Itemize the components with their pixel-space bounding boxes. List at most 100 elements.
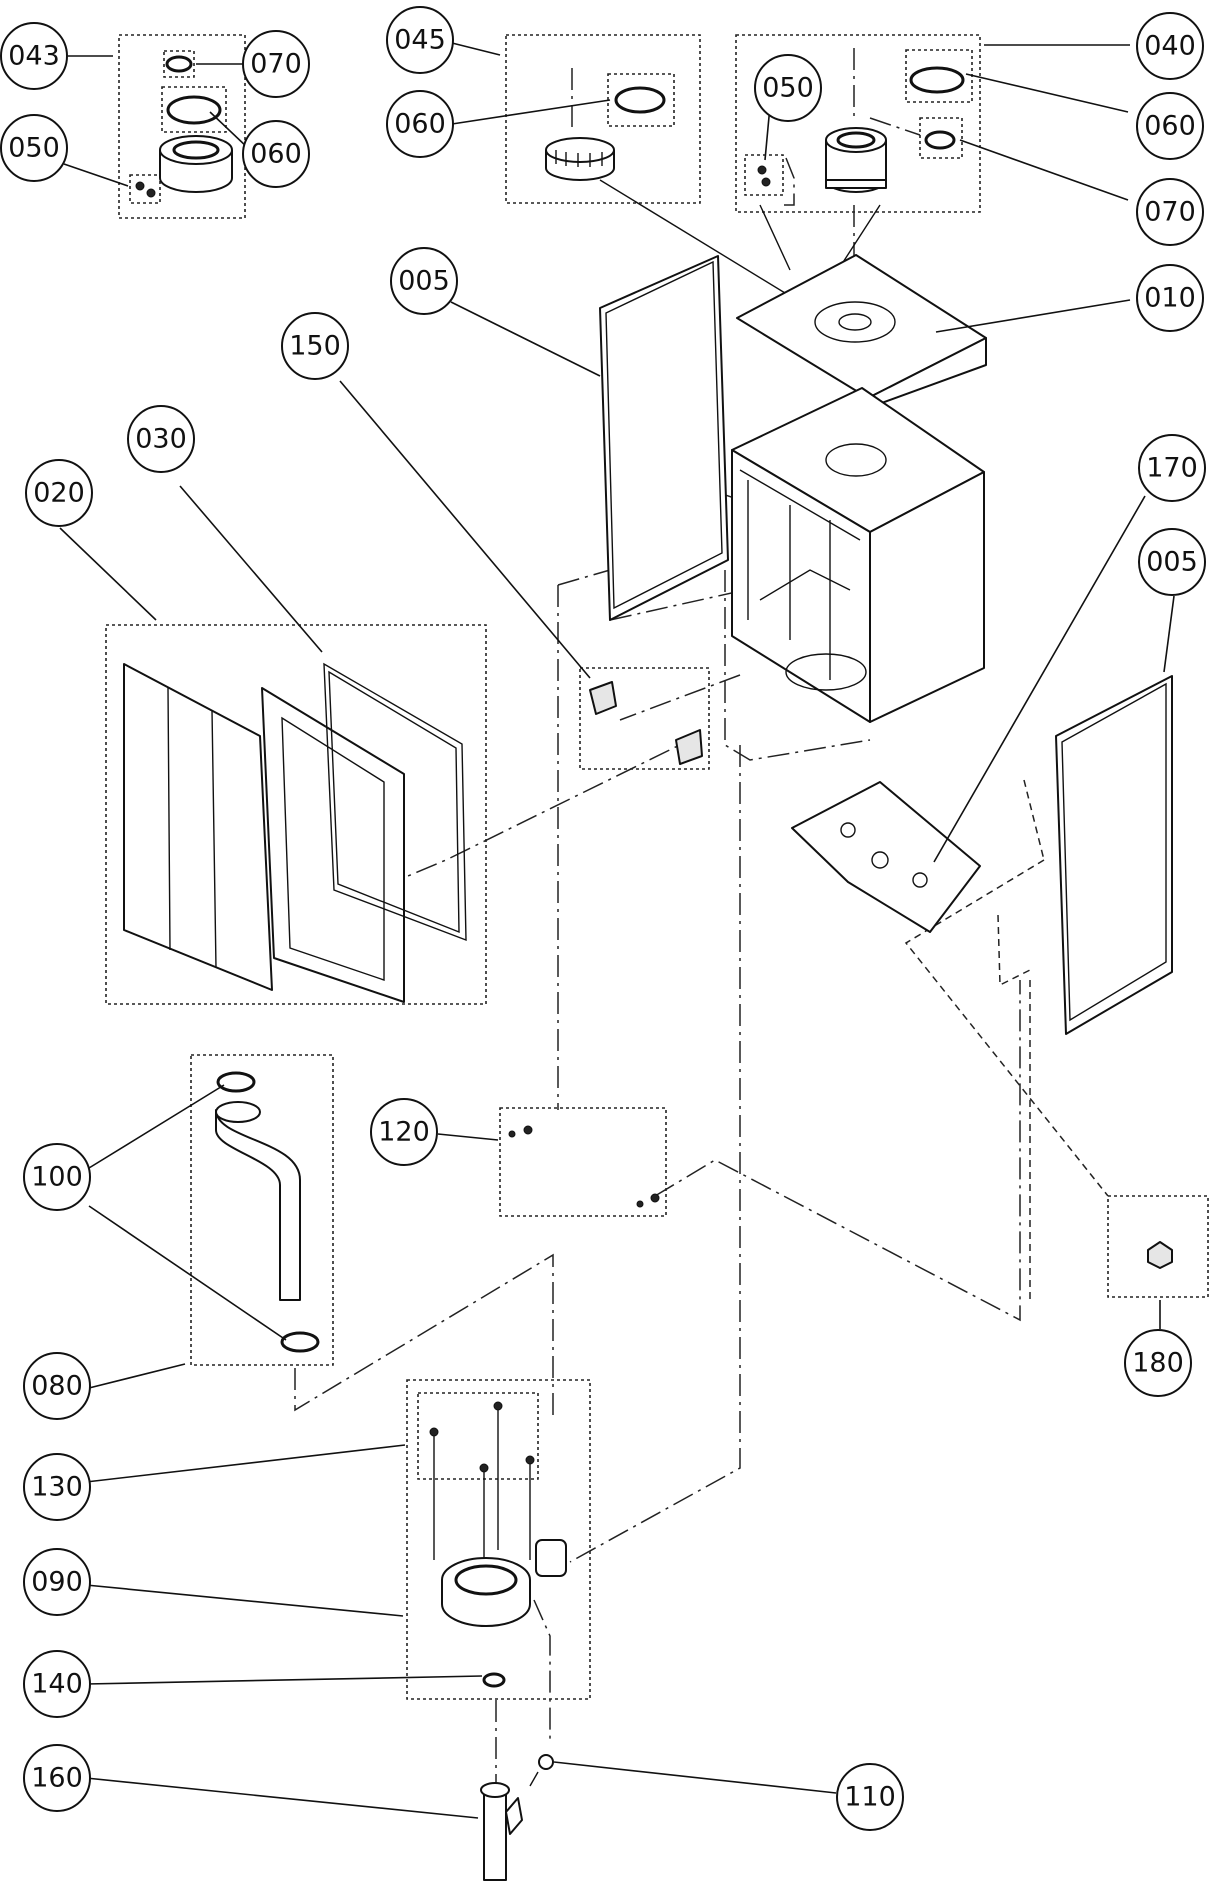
callout-060-c: 060 xyxy=(1136,92,1204,160)
svg-text:070: 070 xyxy=(1144,197,1196,228)
box-condensate-pipe-080 xyxy=(190,1054,334,1366)
callout-030: 030 xyxy=(127,405,195,473)
leader-160 xyxy=(85,1777,479,1819)
ring-060b xyxy=(614,86,666,114)
leader-045 xyxy=(451,42,501,56)
axis-screws-050b xyxy=(784,157,795,206)
svg-text:045: 045 xyxy=(394,25,446,56)
leader-060c xyxy=(965,73,1129,113)
front-panel-020 xyxy=(123,663,273,991)
box-screws-050a xyxy=(129,174,161,204)
callout-110: 110 xyxy=(836,1763,904,1831)
svg-text:080: 080 xyxy=(31,1371,83,1402)
leader-060a xyxy=(209,111,249,149)
callout-050-b: 050 xyxy=(754,54,822,122)
dash-panel-bracket-2 xyxy=(997,914,1031,987)
box-ring-060a xyxy=(161,86,227,133)
leader-010 xyxy=(935,299,1131,333)
side-panel-005a xyxy=(599,255,729,621)
hinges-150 xyxy=(589,681,703,765)
dash-chassis-siphon xyxy=(569,745,741,1563)
svg-text:040: 040 xyxy=(1144,31,1196,62)
screw-050a-1 xyxy=(135,181,145,191)
callout-160: 160 xyxy=(23,1744,91,1812)
svg-text:120: 120 xyxy=(378,1117,430,1148)
leader-090 xyxy=(85,1584,404,1617)
callout-020: 020 xyxy=(25,459,93,527)
arrow-lines-top xyxy=(759,204,881,271)
svg-text:005: 005 xyxy=(398,266,450,297)
callout-070-a: 070 xyxy=(242,30,310,98)
screw-050b-1 xyxy=(757,165,767,175)
ring-060c xyxy=(909,66,965,94)
svg-text:160: 160 xyxy=(31,1763,83,1794)
leader-005b xyxy=(1163,595,1175,673)
dash-hinge-chassis xyxy=(619,674,741,721)
screw-130-4 xyxy=(525,1455,535,1465)
ring-070a xyxy=(165,55,193,73)
screw-050a-2 xyxy=(146,188,156,198)
dash-hinge-link xyxy=(557,569,611,586)
callout-180: 180 xyxy=(1124,1329,1192,1397)
callout-080: 080 xyxy=(23,1352,91,1420)
svg-text:060: 060 xyxy=(250,139,302,170)
dash-bracket-panel xyxy=(1023,779,1045,861)
callout-120: 120 xyxy=(370,1098,438,1166)
callout-130: 130 xyxy=(23,1453,91,1521)
dash-chassis-bracket xyxy=(724,570,871,761)
screw-130-2 xyxy=(493,1401,503,1411)
ring-060a xyxy=(166,95,222,125)
callout-005-a: 005 xyxy=(390,247,458,315)
svg-text:150: 150 xyxy=(289,331,341,362)
washer-140 xyxy=(482,1672,506,1688)
svg-text:010: 010 xyxy=(1144,283,1196,314)
svg-text:050: 050 xyxy=(762,73,814,104)
box-nut-180 xyxy=(1107,1195,1209,1298)
svg-text:005: 005 xyxy=(1146,547,1198,578)
wall-bracket-170 xyxy=(791,781,981,933)
callout-043-a: 043 xyxy=(0,22,68,90)
flue-adaptor-040 xyxy=(757,66,965,193)
ring-100b xyxy=(280,1331,320,1353)
dash-siphon-plug xyxy=(533,1599,551,1740)
callout-060-b: 060 xyxy=(386,90,454,158)
leader-130 xyxy=(85,1444,406,1483)
svg-text:070: 070 xyxy=(250,49,302,80)
boiler-chassis xyxy=(731,387,985,723)
leader-030 xyxy=(179,485,323,653)
callout-090: 090 xyxy=(23,1548,91,1616)
leader-060b xyxy=(451,99,611,125)
box-ring-070b xyxy=(919,117,963,159)
leader-020 xyxy=(59,527,157,621)
callout-070-b: 070 xyxy=(1136,178,1204,246)
box-ring-070a xyxy=(163,50,195,78)
svg-text:100: 100 xyxy=(31,1162,83,1193)
box-flue-adaptor-045 xyxy=(505,34,701,204)
top-cover-010 xyxy=(736,254,987,409)
svg-text:180: 180 xyxy=(1132,1348,1184,1379)
svg-text:090: 090 xyxy=(31,1567,83,1598)
leader-170 xyxy=(933,495,1146,863)
box-siphon-090 xyxy=(406,1379,591,1700)
callout-010: 010 xyxy=(1136,264,1204,332)
svg-text:020: 020 xyxy=(33,478,85,509)
leader-100 xyxy=(88,1084,287,1341)
front-panel-assembly xyxy=(123,662,467,1003)
svg-text:050: 050 xyxy=(8,133,60,164)
condensate-pipe-080 xyxy=(215,1071,320,1353)
callout-bubbles: 043 070 060 050 045 060 050 040 060 070 … xyxy=(0,6,1206,1831)
plug-110 xyxy=(529,1754,554,1787)
dash-pipe-siphon xyxy=(294,1253,554,1420)
gasket-030 xyxy=(323,662,467,942)
side-panel-005b xyxy=(1055,675,1173,1035)
svg-text:130: 130 xyxy=(31,1472,83,1503)
svg-text:170: 170 xyxy=(1146,453,1198,484)
condensate-trap-160 xyxy=(480,1782,523,1881)
leader-lines xyxy=(59,42,1175,1819)
box-screws-120 xyxy=(499,1107,667,1217)
svg-text:060: 060 xyxy=(1144,111,1196,142)
leader-150 xyxy=(339,380,591,679)
dash-side-panel-nut xyxy=(904,859,1109,1197)
